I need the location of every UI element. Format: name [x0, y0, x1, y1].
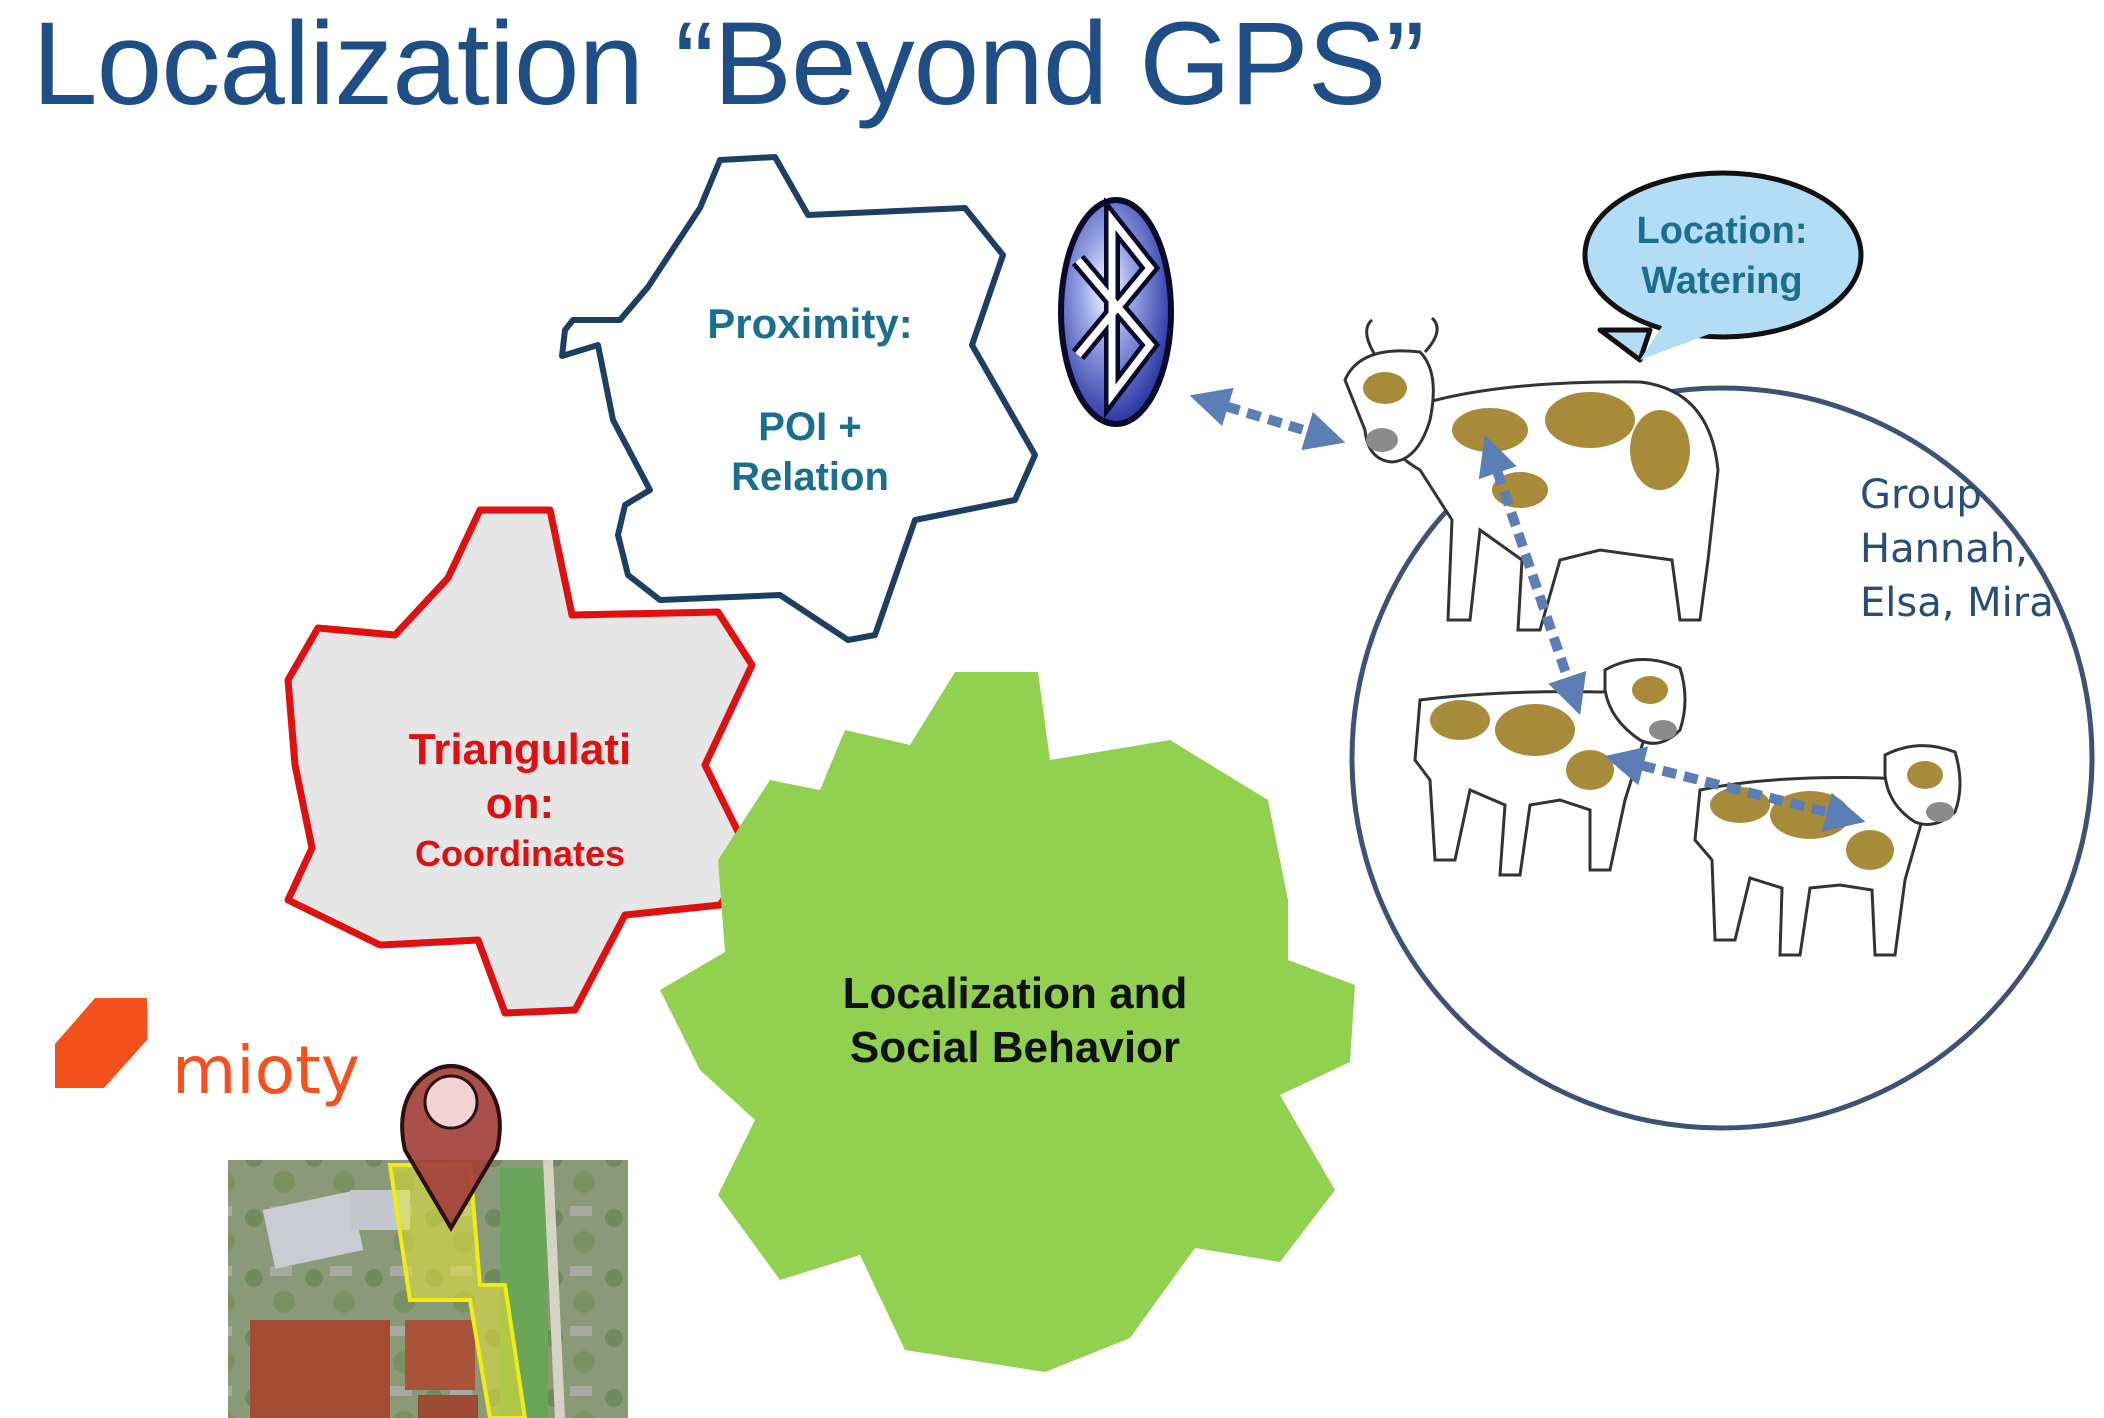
group-label: Group	[1860, 472, 1982, 518]
proximity-label: Proximity:	[707, 300, 912, 347]
arrow-hannah-elsa	[1478, 434, 1587, 716]
brand-name: mioty	[172, 1032, 360, 1109]
slide-title: Localization “Beyond GPS”	[32, 0, 1425, 130]
triangulation-gear-shape	[284, 506, 756, 1017]
arrow-bluetooth-cow	[1189, 387, 1346, 451]
location-bubble: Location: Watering	[1582, 170, 1864, 363]
proximity-gear: Proximity: POI + Relation	[559, 154, 1038, 643]
localization-gear-shape	[660, 672, 1355, 1372]
aerial-map	[228, 1159, 628, 1418]
triangulation-label-cont: on:	[486, 779, 554, 828]
proximity-arrows	[1189, 387, 1866, 832]
bubble-watering-label: Watering	[1641, 260, 1802, 302]
arrow-elsa-mira	[1604, 746, 1866, 832]
group-names-line1: Hannah,	[1860, 526, 2028, 572]
social-behavior-label: Social Behavior	[850, 1023, 1180, 1072]
cow-mira	[1693, 744, 1962, 957]
localization-gear: Localization and Social Behavior	[660, 672, 1355, 1372]
triangulation-label: Triangulati	[409, 725, 631, 774]
cow-elsa	[1413, 658, 1687, 877]
coordinates-label: Coordinates	[415, 833, 625, 874]
proximity-relation-label: Relation	[731, 455, 889, 499]
bubble-location-label: Location:	[1637, 210, 1808, 252]
map-pin-icon	[400, 1064, 502, 1232]
bluetooth-icon	[1058, 197, 1174, 427]
triangulation-gear: Triangulati on: Coordinates	[284, 506, 756, 1017]
proximity-gear-shape	[559, 154, 1038, 643]
localization-label: Localization and	[843, 969, 1188, 1018]
group-names-line2: Elsa, Mira	[1860, 580, 2054, 626]
mioty-logo-icon	[55, 998, 147, 1088]
proximity-poi-label: POI +	[758, 405, 861, 449]
mioty-logo: mioty	[55, 998, 360, 1109]
cow-group-circle	[1349, 385, 2095, 1131]
